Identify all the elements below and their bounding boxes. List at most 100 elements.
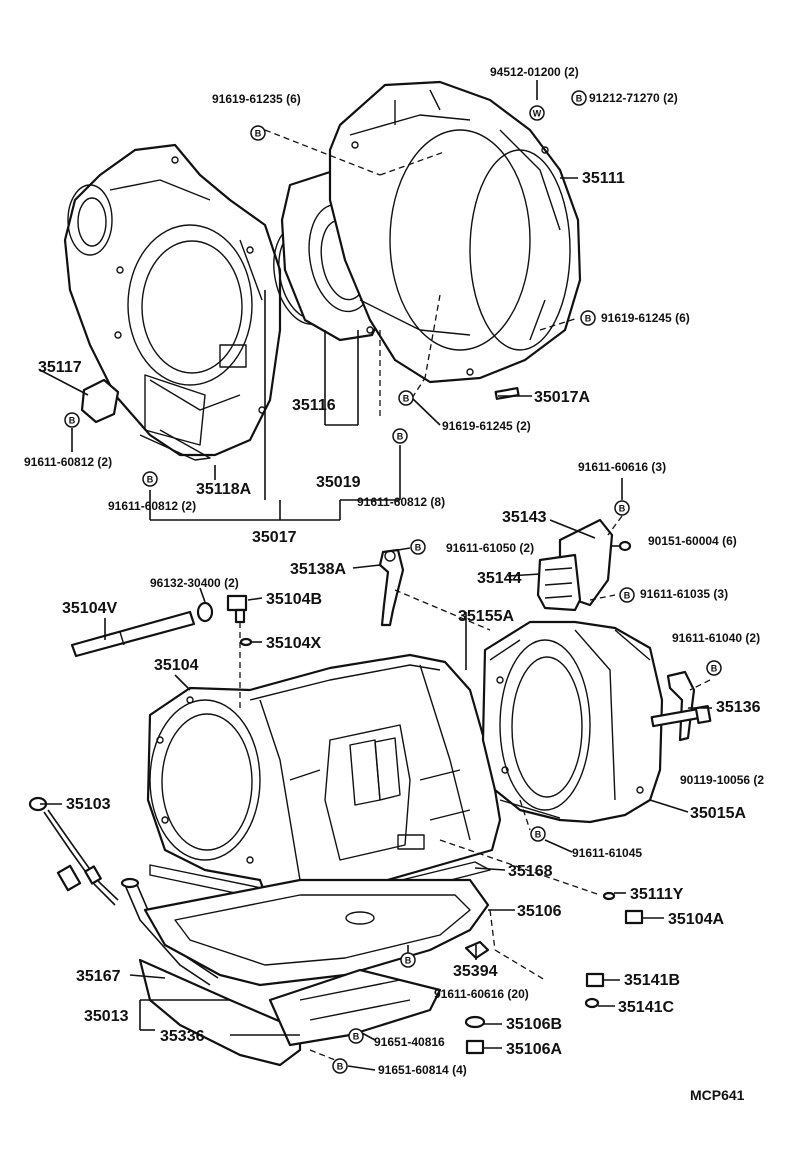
label-91619-61245-2: 91619-61245 (2) <box>442 419 531 433</box>
washer-35141C <box>584 997 600 1009</box>
left-housing-35118A <box>63 143 282 461</box>
label-35104V: 35104V <box>62 600 117 617</box>
label-35155A: 35155A <box>458 608 514 625</box>
extension-housing-35015A <box>481 620 664 824</box>
label-94512-01200: 94512-01200 (2) <box>490 65 579 79</box>
svg-text:B: B <box>405 956 412 966</box>
plug-96132-30400 <box>196 601 214 623</box>
bolt-marker-91611-61035: B <box>619 587 635 603</box>
label-35104X: 35104X <box>266 635 321 652</box>
bell-housing-35111 <box>328 80 582 384</box>
label-35104A: 35104A <box>668 911 724 928</box>
bolt-marker-91212: B <box>571 90 587 106</box>
bolt-marker-91611-61045: B <box>530 826 546 842</box>
svg-text:B: B <box>403 394 410 404</box>
label-96132-30400: 96132-30400 (2) <box>150 576 239 590</box>
plate-35144 <box>536 553 582 612</box>
label-91611-61040: 91611-61040 (2) <box>672 631 760 645</box>
label-35136: 35136 <box>716 699 761 716</box>
catalog-code: MCP641 <box>690 1087 745 1103</box>
plug-35106A <box>465 1039 485 1055</box>
svg-text:B: B <box>255 129 262 139</box>
label-91611-60812-2a: 91611-60812 (2) <box>24 455 112 469</box>
fitting-35104B <box>226 594 248 624</box>
bracket-35136 <box>666 670 696 742</box>
label-91611-61045: 91611-61045 <box>572 846 642 860</box>
svg-text:B: B <box>576 94 583 104</box>
label-35103: 35103 <box>66 796 111 813</box>
label-91611-61035: 91611-61035 (3) <box>640 587 728 601</box>
label-35106B: 35106B <box>506 1016 562 1033</box>
label-35141B: 35141B <box>624 972 680 989</box>
plate-35336 <box>268 968 442 1047</box>
ring-35104X <box>239 637 253 647</box>
label-35106: 35106 <box>517 903 562 920</box>
label-35118A: 35118A <box>196 481 252 498</box>
svg-text:B: B <box>415 543 422 553</box>
label-91611-60812-8: 91611-60812 (8) <box>357 495 445 509</box>
label-35017: 35017 <box>252 529 297 546</box>
bolt-marker-91611-61050: B <box>410 539 426 555</box>
label-35394: 35394 <box>453 963 498 980</box>
label-35116: 35116 <box>292 397 336 414</box>
label-35111Y: 35111Y <box>630 886 684 903</box>
washer-90151-60004 <box>618 540 632 552</box>
label-35111: 35111 <box>582 170 625 187</box>
label-35168: 35168 <box>508 863 553 880</box>
label-91619-61235: 91619-61235 (6) <box>212 92 301 106</box>
plug-35106B <box>464 1015 486 1029</box>
bolt-marker-91611-61040: B <box>706 660 722 676</box>
label-91651-60814: 91651-60814 (4) <box>378 1063 467 1077</box>
label-35117: 35117 <box>38 359 82 376</box>
ring-35111Y <box>602 891 616 901</box>
bolt-marker-91611-60812-8: B <box>392 428 408 444</box>
svg-text:B: B <box>397 432 404 442</box>
label-35143: 35143 <box>502 509 547 526</box>
bolt-marker-91619-61245-6: B <box>580 310 596 326</box>
label-35144: 35144 <box>477 570 522 587</box>
label-35015A: 35015A <box>690 805 746 822</box>
plug-35141B <box>585 972 605 988</box>
part-labels: 94512-01200 (2) 91212-71270 (2) 91619-61… <box>24 65 764 1103</box>
oil-pan-35106 <box>143 878 490 987</box>
label-91611-60616-3: 91611-60616 (3) <box>578 460 666 474</box>
leader-lines <box>39 80 712 1071</box>
washer-marker-94512: W <box>529 105 545 121</box>
label-91651-40816: 91651-40816 <box>374 1035 445 1049</box>
label-35013: 35013 <box>84 1008 129 1025</box>
transmission-case-35104 <box>146 653 502 910</box>
svg-text:B: B <box>69 416 76 426</box>
label-35017A: 35017A <box>534 389 590 406</box>
label-91611-61050: 91611-61050 (2) <box>446 541 534 555</box>
label-91611-60812-2b: 91611-60812 (2) <box>108 499 196 513</box>
label-90151-60004: 90151-60004 (6) <box>648 534 737 548</box>
bolt-marker-91619-61235: B <box>250 125 266 141</box>
label-35167: 35167 <box>76 968 121 985</box>
lever-35138A <box>378 548 405 627</box>
label-91619-61245-6: 91619-61245 (6) <box>601 311 690 325</box>
bolt-marker-91611-60812-a: B <box>64 412 80 428</box>
shaft-35104V <box>70 610 196 658</box>
bolt-marker-91611-60616-20: B <box>400 952 416 968</box>
label-35106A: 35106A <box>506 1041 562 1058</box>
plug-35104A <box>624 909 644 925</box>
label-90119-10056: 90119-10056 (2 <box>680 773 764 787</box>
cover-plate-35117 <box>80 378 120 424</box>
magnet-35394 <box>464 940 490 960</box>
pin-35017A <box>494 387 520 400</box>
label-91611-60616-20: 91611-60616 (20) <box>434 987 529 1001</box>
svg-text:B: B <box>147 475 154 485</box>
lower-cover-35013 <box>138 958 302 1067</box>
svg-text:B: B <box>711 664 718 674</box>
svg-text:W: W <box>533 109 542 119</box>
svg-text:B: B <box>619 504 626 514</box>
bolt-marker-91651-60814: B <box>332 1058 348 1074</box>
label-35141C: 35141C <box>618 999 674 1016</box>
bolt-markers: W B B B B B B B B B B B B B B B <box>64 90 722 1074</box>
label-35336: 35336 <box>160 1028 205 1045</box>
bolt-90119-10056 <box>650 704 712 728</box>
label-35138A: 35138A <box>290 561 346 578</box>
dipstick-35103 <box>28 796 119 906</box>
bolt-marker-91611-60616-3: B <box>614 500 630 516</box>
